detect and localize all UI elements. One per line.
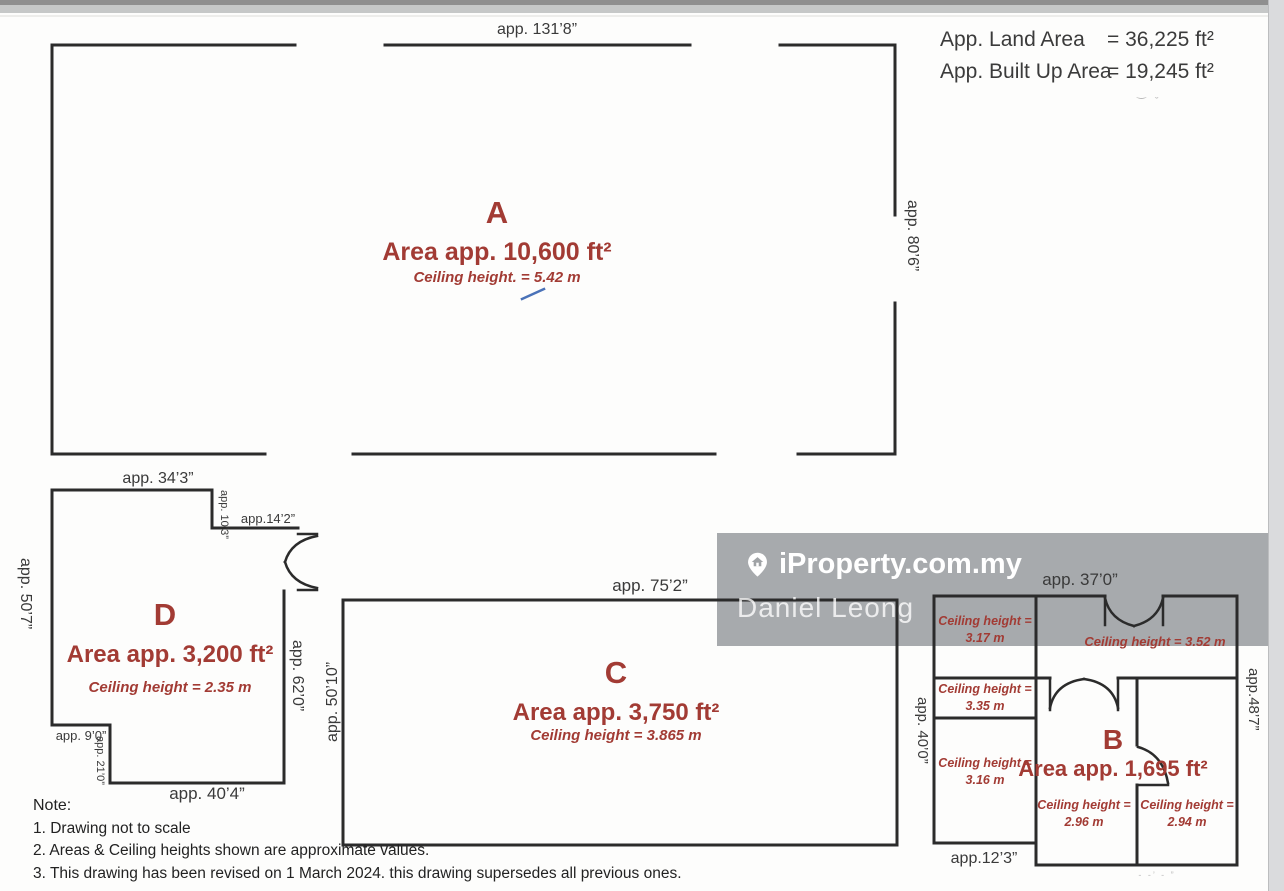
dim-d-left: app. 50’7” — [17, 558, 34, 630]
dim-c-left: app. 50’10” — [324, 661, 341, 742]
cell-296: Ceiling height = 2.96 m — [1037, 797, 1130, 831]
room-d-ceiling: Ceiling height = 2.35 m — [88, 679, 252, 696]
dim-a-top: app. 131’8” — [496, 21, 578, 38]
dim-b-right: app.48’7” — [1245, 668, 1262, 731]
dim-d-bottom: app. 40’4” — [169, 784, 245, 803]
wall-d-top — [50, 488, 300, 530]
dim-c-top: app. 75’2” — [612, 576, 688, 595]
built-up-label: App. Built Up Area — [940, 60, 1112, 83]
cell-335: Ceiling height = 3.35 m — [938, 681, 1031, 715]
scan-edge-right — [1268, 0, 1284, 891]
scan-edge-top — [0, 0, 1284, 13]
pencil-smudge: ‿ ˬ — [1137, 87, 1162, 99]
dim-b-bottom-faint: - -’ - ” — [1138, 870, 1176, 880]
wall-c-outline — [341, 598, 899, 847]
land-area-label: App. Land Area — [940, 28, 1085, 51]
cell-316-line2: 3.16 m — [965, 773, 1005, 787]
room-c-letter: C — [604, 655, 628, 690]
door-d-double — [283, 532, 319, 592]
dim-a-right: app. 80’6” — [904, 200, 921, 272]
watermark-band — [717, 533, 1269, 646]
dim-b-bottom-left: app.12’3” — [950, 850, 1018, 867]
dim-d-notch-h: app. 9’0” — [55, 728, 107, 743]
note-item-1: 1. Drawing not to scale — [33, 819, 191, 837]
cell-296-line1: Ceiling height = — [1037, 798, 1131, 812]
room-a-ceiling: Ceiling height. = 5.42 m — [413, 269, 581, 286]
door-b-top-double — [1103, 594, 1165, 628]
notes-block: Note: 1. Drawing not to scale 2. Areas &… — [33, 795, 682, 885]
cell-316-line1: Ceiling height = — [938, 756, 1032, 770]
land-area-value: = 36,225 ft² — [1107, 28, 1214, 51]
room-a-letter: A — [485, 195, 509, 230]
room-b-letter: B — [1102, 724, 1124, 755]
room-d-area: Area app. 3,200 ft² — [66, 641, 274, 668]
wall-a-left — [50, 43, 297, 456]
dim-d-right: app. 62’0” — [289, 640, 306, 712]
cell-294-line1: Ceiling height = — [1140, 798, 1234, 812]
dim-b-left: app. 40’0” — [914, 697, 931, 764]
watermark-brand: iProperty.com.my — [744, 548, 1022, 581]
built-up-row: App. Built Up Area — [940, 60, 1112, 84]
wall-a-bottomright — [796, 301, 897, 456]
room-b-area: Area app. 1,695 ft² — [1018, 756, 1208, 781]
pen-tick — [520, 287, 546, 301]
dim-d-step: app. 10’3” — [218, 490, 230, 539]
cell-296-line2: 2.96 m — [1064, 815, 1104, 829]
scan-artifact-line — [0, 15, 1284, 17]
cell-316: Ceiling height = 3.16 m — [938, 755, 1031, 789]
room-a-area: Area app. 10,600 ft² — [382, 238, 612, 266]
room-c-ceiling: Ceiling height = 3.865 m — [530, 727, 702, 744]
cell-294: Ceiling height = 2.94 m — [1140, 797, 1233, 831]
wall-d-left-bottom — [50, 488, 286, 785]
cell-335-line2: 3.35 m — [965, 699, 1005, 713]
dim-d-top: app. 34’3” — [122, 470, 194, 487]
room-c-area: Area app. 3,750 ft² — [512, 699, 720, 726]
note-item-2: 2. Areas & Ceiling heights shown are app… — [33, 842, 430, 859]
door-b-mid-double — [1048, 676, 1120, 712]
door-b-inner-single — [1135, 745, 1170, 787]
cell-317-line2: 3.17 m — [965, 631, 1005, 645]
notes-title: Note: — [33, 797, 72, 814]
built-up-value: = 19,245 ft² — [1107, 60, 1214, 83]
cell-317: Ceiling height = 3.17 m — [938, 613, 1031, 647]
cell-335-line1: Ceiling height = — [938, 682, 1032, 696]
note-item-3: 3. This drawing has been revised on 1 Ma… — [33, 864, 682, 882]
room-d-letter: D — [153, 597, 177, 632]
dim-b-top: app. 37’0” — [1042, 570, 1118, 589]
cell-317-line1: Ceiling height = — [938, 614, 1032, 628]
wall-a-topright — [778, 43, 897, 217]
iproperty-pin-icon — [748, 552, 767, 577]
dim-d-inner-top: app.14’2” — [240, 511, 296, 526]
dim-d-notch-v: app. 21’0” — [94, 736, 106, 785]
cell-294-line2: 2.94 m — [1167, 815, 1207, 829]
watermark-agent: Daniel Leong — [737, 592, 915, 623]
watermark-brand-text: iProperty.com.my — [779, 548, 1022, 580]
room-b-ceiling-352: Ceiling height = 3.52 m — [1084, 634, 1226, 649]
land-area-row: App. Land Area — [940, 28, 1085, 52]
